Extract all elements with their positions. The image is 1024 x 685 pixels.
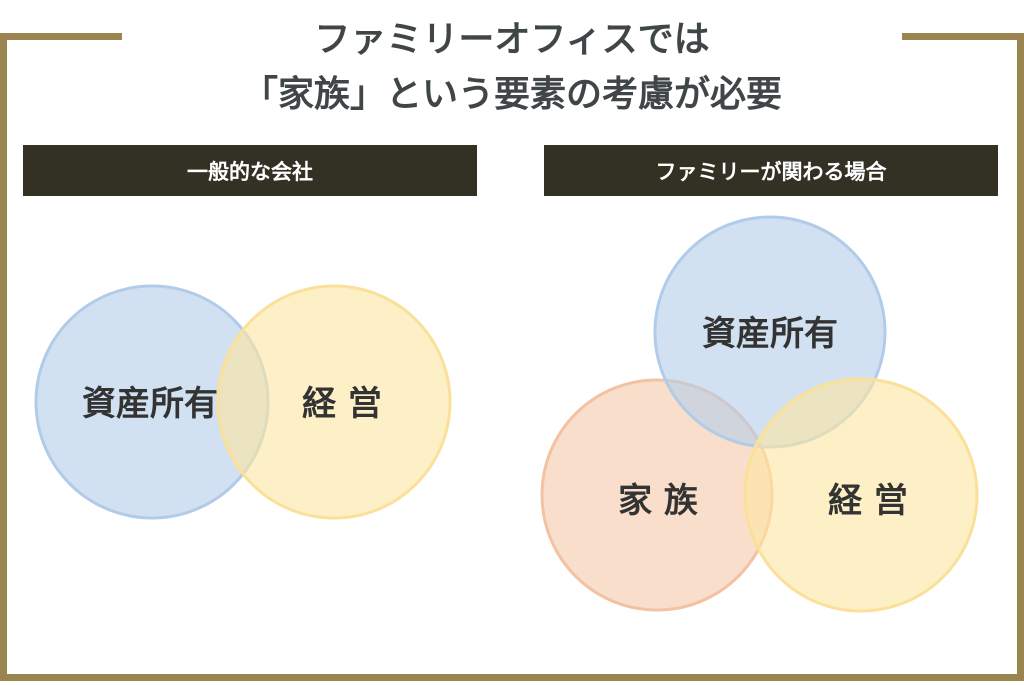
frame-bottom — [0, 674, 1024, 681]
right-management-label: 経 営 — [828, 481, 908, 521]
title-line1: ファミリーオフィスでは — [314, 19, 710, 60]
frame-top-right — [902, 33, 1024, 40]
left-header: 一般的な会社 — [23, 145, 477, 196]
right-family-label: 家 族 — [618, 481, 698, 521]
left-asset-label: 資産所有 — [82, 384, 218, 424]
left-management-label: 経 営 — [302, 384, 382, 424]
right-header: ファミリーが関わる場合 — [544, 145, 998, 196]
left-management-circle — [216, 284, 452, 520]
right-asset-label: 資産所有 — [702, 314, 838, 354]
frame-left — [0, 33, 7, 681]
frame-right — [1017, 33, 1024, 681]
frame-top-left — [0, 33, 122, 40]
title-line2: 「家族」という要素の考慮が必要 — [241, 74, 782, 115]
right-management-circle — [743, 377, 979, 613]
